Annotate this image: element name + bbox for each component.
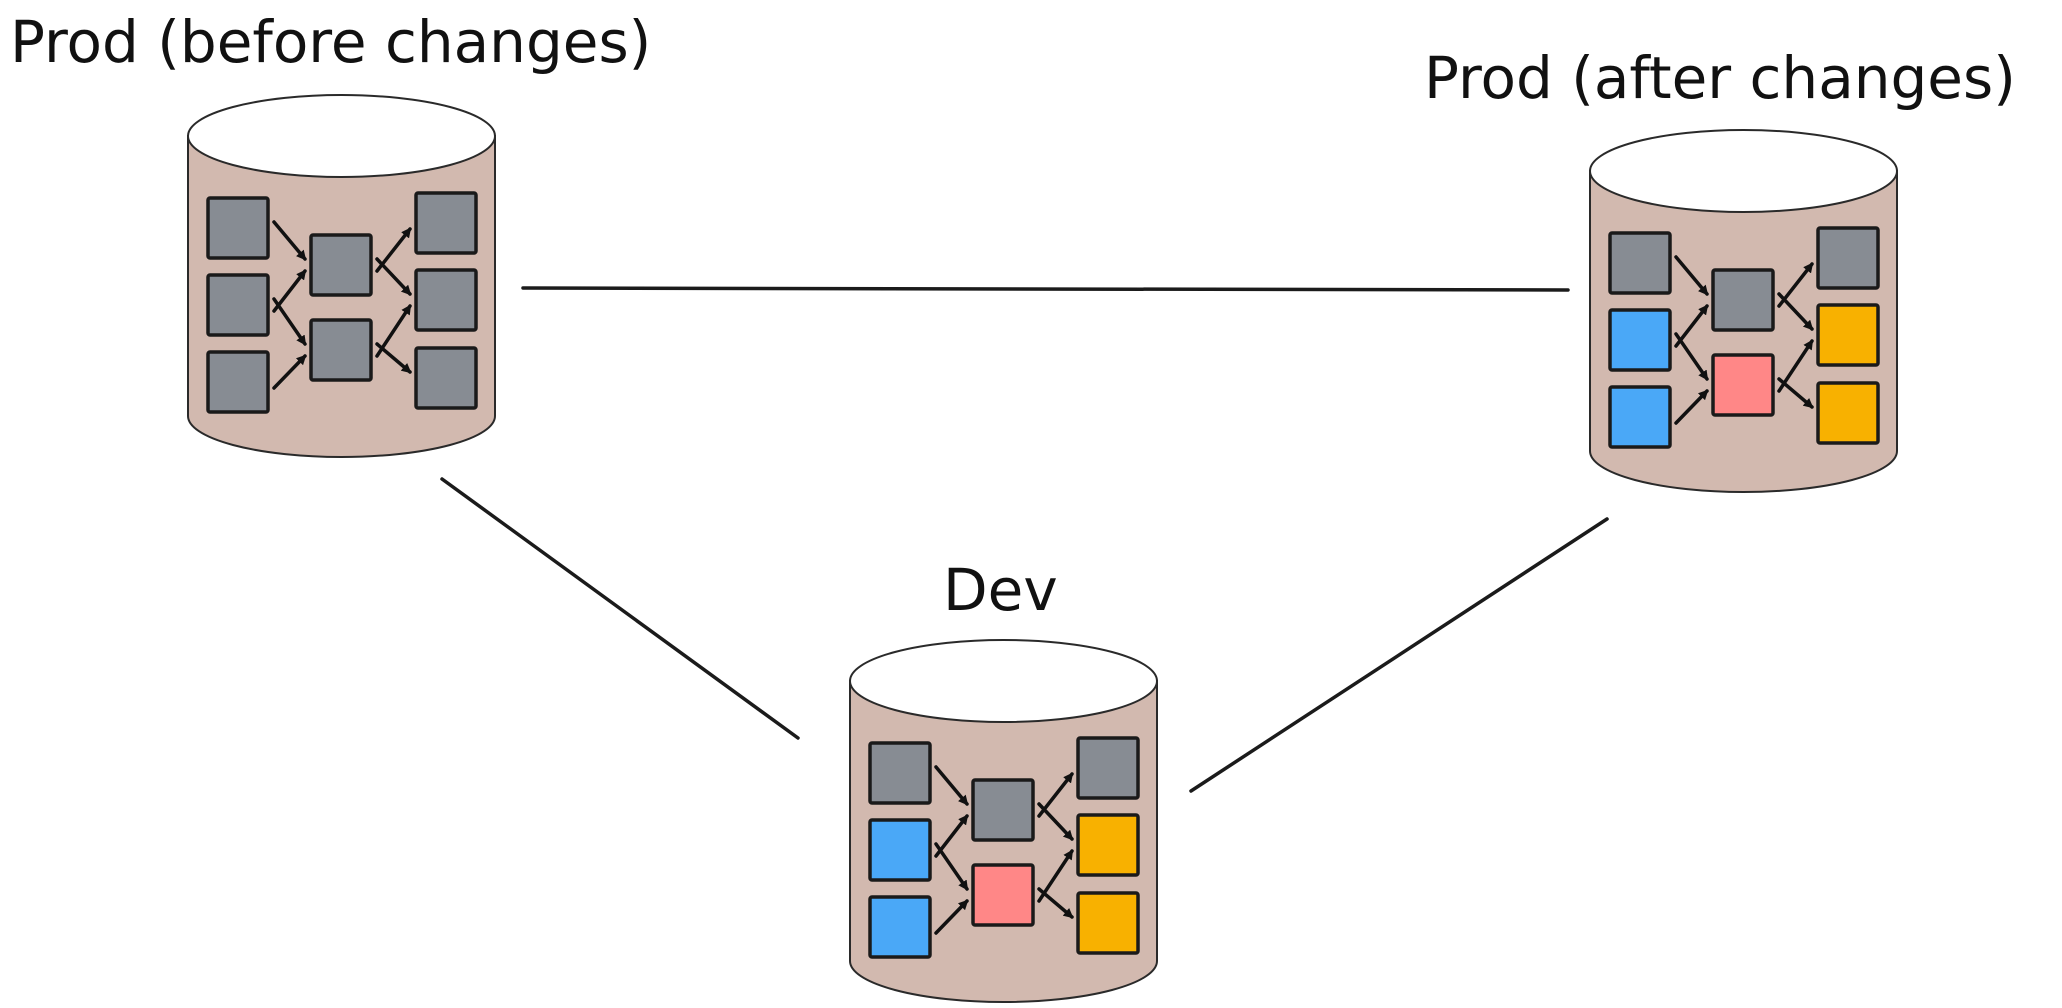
output-node: [1816, 226, 1880, 290]
source-node: [206, 273, 270, 337]
connection-prod-before-to-dev: [440, 477, 800, 740]
arrow-source-to-middle: [1674, 389, 1709, 425]
source-node: [206, 196, 270, 260]
source-node: [1608, 231, 1672, 295]
connection-prod-before-to-prod-after: [521, 286, 1570, 292]
db-title-prod-before: Prod (before changes): [10, 8, 651, 76]
output-node: [414, 268, 478, 332]
output-node: [414, 346, 478, 410]
source-node: [868, 741, 932, 805]
middle-node: [971, 863, 1035, 927]
source-node: [868, 818, 932, 882]
arrow-middle-to-output: [375, 257, 412, 296]
middle-node: [309, 318, 373, 382]
db-title-prod-after: Prod (after changes): [1424, 44, 2016, 112]
arrow-source-to-middle: [272, 220, 307, 261]
cylinder-top: [187, 94, 496, 178]
output-node: [1816, 381, 1880, 445]
arrow-source-to-middle: [1674, 255, 1709, 296]
middle-node: [1711, 353, 1775, 417]
output-node: [1816, 303, 1880, 367]
middle-node: [971, 778, 1035, 842]
db-title-dev: Dev: [943, 556, 1058, 624]
middle-node: [309, 233, 373, 297]
source-node: [868, 895, 932, 959]
database-prod-before: [187, 94, 496, 458]
arrow-middle-to-output: [1777, 292, 1814, 331]
database-dev: [849, 639, 1158, 1003]
connection-dev-to-prod-after: [1189, 517, 1609, 793]
arrow-source-to-middle: [934, 765, 969, 806]
output-node: [414, 191, 478, 255]
arrow-middle-to-output: [375, 342, 412, 374]
output-node: [1076, 736, 1140, 800]
connections: [440, 286, 1609, 793]
arrow-middle-to-output: [1037, 887, 1074, 919]
source-node: [1608, 385, 1672, 449]
source-node: [1608, 308, 1672, 372]
database-prod-after: [1589, 129, 1898, 493]
output-node: [1076, 813, 1140, 877]
middle-node: [1711, 268, 1775, 332]
cylinder-top: [1589, 129, 1898, 213]
arrow-source-to-middle: [934, 899, 969, 935]
arrow-source-to-middle: [272, 354, 307, 390]
arrow-source-to-middle: [934, 842, 969, 891]
output-node: [1076, 891, 1140, 955]
arrow-source-to-middle: [272, 297, 307, 346]
arrow-middle-to-output: [1777, 377, 1814, 409]
arrow-middle-to-output: [1037, 802, 1074, 841]
arrow-source-to-middle: [1674, 332, 1709, 381]
source-node: [206, 350, 270, 414]
cylinder-top: [849, 639, 1158, 723]
